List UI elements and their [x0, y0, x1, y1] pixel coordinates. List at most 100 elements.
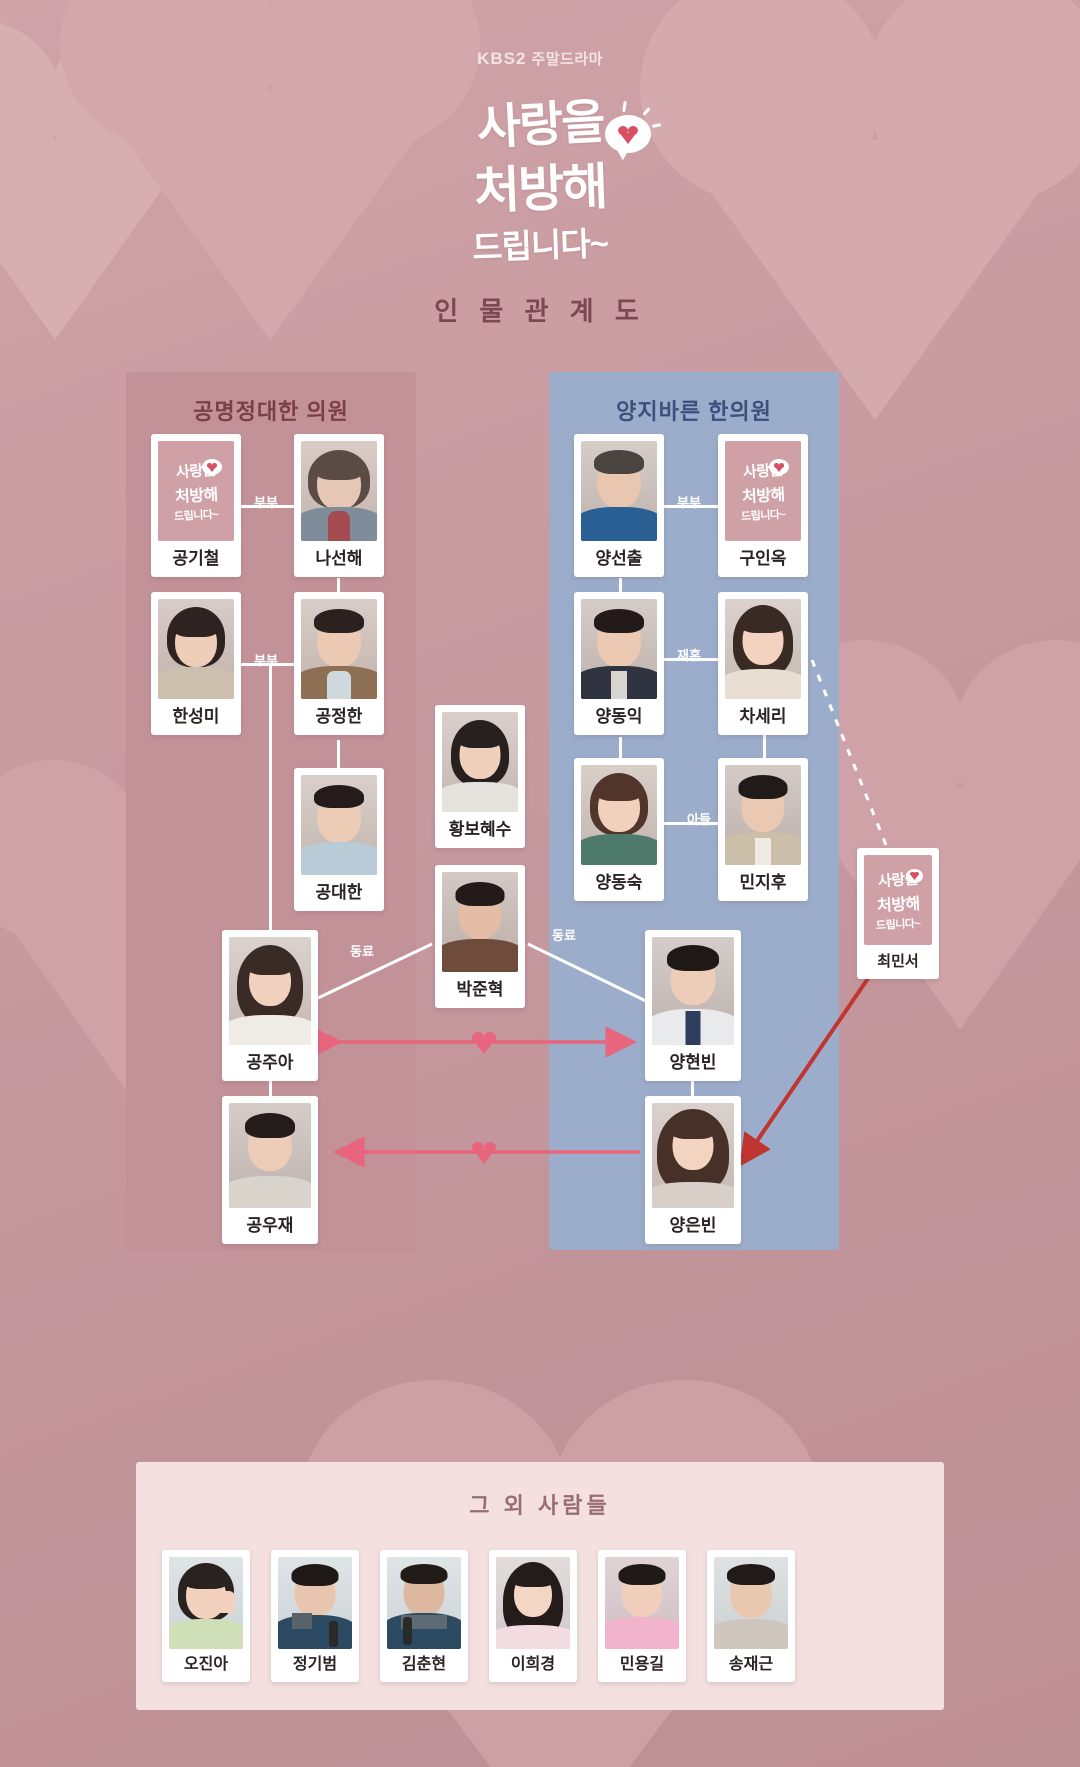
other-person-name: 오진아 [183, 1656, 229, 1673]
character-card-park-junhyeok[interactable]: 박준혁 [435, 865, 525, 1008]
heart-icon [472, 1032, 496, 1054]
connector-line [241, 505, 301, 508]
portrait [725, 599, 801, 699]
character-card-gong-ujae[interactable]: 공우재 [222, 1096, 318, 1244]
character-card-han-seongmi[interactable]: 한성미 [151, 592, 241, 735]
connector-line [664, 822, 724, 825]
character-name: 최민서 [877, 953, 919, 970]
heart-icon [472, 1142, 496, 1164]
other-person-card[interactable]: 오진아 [162, 1550, 250, 1682]
portrait [714, 1557, 788, 1649]
character-card-gong-jua[interactable]: 공주아 [222, 930, 318, 1081]
character-name: 민지후 [739, 873, 787, 892]
portrait [442, 872, 518, 972]
portrait [581, 441, 657, 541]
speech-bubble-heart-icon [605, 100, 662, 153]
character-name: 양동익 [595, 707, 643, 726]
other-person-card[interactable]: 이희경 [489, 1550, 577, 1682]
portrait [301, 441, 377, 541]
kbs-logo: KBS2 [477, 48, 527, 68]
character-card-gong-gicheol[interactable]: 사랑을 처방해 드립니다~ 공기철 [151, 434, 241, 577]
drama-title-logo: 사랑을 처방해 드립니다~ [425, 85, 662, 266]
heart-decor [640, 0, 1080, 420]
character-card-yang-hyeonbin[interactable]: 양현빈 [645, 930, 741, 1081]
connector-line [337, 740, 340, 780]
portrait [442, 712, 518, 812]
other-person-card[interactable]: 정기범 [271, 1550, 359, 1682]
relation-label-son: 아들 [687, 812, 711, 827]
character-card-hwangbo-hyesu[interactable]: 황보혜수 [435, 705, 525, 848]
connector-line [241, 663, 301, 666]
heart-icon [906, 869, 923, 883]
network-program-type: 주말드라마 [531, 51, 603, 68]
relation-label-colleague: 동료 [552, 928, 576, 943]
character-card-gu-inok[interactable]: 사랑을 처방해 드립니다~ 구인옥 [718, 434, 808, 577]
portrait [301, 775, 377, 875]
portrait [387, 1557, 461, 1649]
other-person-card[interactable]: 김춘현 [380, 1550, 468, 1682]
character-name: 양은빈 [669, 1216, 717, 1235]
character-card-gong-daehan[interactable]: 공대한 [294, 768, 384, 911]
character-name: 박준혁 [456, 980, 504, 999]
heart-icon [769, 459, 789, 475]
character-name: 황보혜수 [448, 820, 512, 839]
character-name: 양현빈 [669, 1053, 717, 1072]
portrait [652, 1103, 734, 1208]
connector-line [269, 666, 272, 934]
portrait [496, 1557, 570, 1649]
character-card-cha-seri[interactable]: 차세리 [718, 592, 808, 735]
character-name: 구인옥 [739, 549, 787, 568]
relation-label-colleague: 동료 [350, 944, 374, 959]
page-header: KBS2 주말드라마 사랑을 처방해 드립니다~ 인 물 관 계 도 [0, 0, 1080, 328]
portrait [229, 937, 311, 1045]
character-name: 차세리 [739, 707, 787, 726]
other-person-name: 김춘현 [401, 1656, 447, 1673]
character-name: 공우재 [246, 1216, 294, 1235]
relation-label-couple: 부부 [254, 495, 278, 510]
character-card-yang-eunbin[interactable]: 양은빈 [645, 1096, 741, 1244]
portrait [301, 599, 377, 699]
portrait [169, 1557, 243, 1649]
other-person-name: 정기범 [292, 1656, 338, 1673]
title-line-3: 드립니다~ [471, 224, 609, 267]
character-card-yang-seonchul[interactable]: 양선출 [574, 434, 664, 577]
portrait [581, 599, 657, 699]
character-card-choi-minseo[interactable]: 사랑을 처방해 드립니다~ 최민서 [857, 848, 939, 979]
character-name: 양선출 [595, 549, 643, 568]
character-card-na-seonhae[interactable]: 나선해 [294, 434, 384, 577]
logo-placeholder: 사랑을 처방해 드립니다~ [725, 441, 801, 541]
portrait [725, 765, 801, 865]
character-name: 나선해 [315, 549, 363, 568]
other-person-card[interactable]: 민용길 [598, 1550, 686, 1682]
character-name: 공주아 [246, 1053, 294, 1072]
character-card-yang-dongsuk[interactable]: 양동숙 [574, 758, 664, 901]
connector-line [619, 737, 622, 771]
heart-decor [60, 0, 480, 340]
portrait [229, 1103, 311, 1208]
portrait [158, 599, 234, 699]
panel-right-title: 양지바른 한의원 [616, 399, 772, 424]
character-name: 한성미 [172, 707, 220, 726]
panel-left-title: 공명정대한 의원 [193, 399, 349, 424]
portrait [278, 1557, 352, 1649]
logo-placeholder: 사랑을 처방해 드립니다~ [864, 855, 932, 945]
other-person-card[interactable]: 송재근 [707, 1550, 795, 1682]
relation-label-remarried: 재혼 [677, 648, 701, 663]
character-card-min-jihu[interactable]: 민지후 [718, 758, 808, 901]
portrait [581, 765, 657, 865]
character-name: 공정한 [315, 707, 363, 726]
character-name: 양동숙 [595, 873, 643, 892]
logo-placeholder: 사랑을 처방해 드립니다~ [158, 441, 234, 541]
page-title: 인 물 관 계 도 [434, 296, 646, 326]
other-person-name: 이희경 [510, 1656, 556, 1673]
character-card-yang-dongik[interactable]: 양동익 [574, 592, 664, 735]
other-person-name: 송재근 [728, 1656, 774, 1673]
portrait [652, 937, 734, 1045]
connector-line [664, 658, 724, 661]
relation-label-couple: 부부 [677, 495, 701, 510]
heart-icon [202, 459, 222, 475]
connector-line [664, 505, 724, 508]
character-name: 공대한 [315, 883, 363, 902]
character-card-gong-jeonghan[interactable]: 공정한 [294, 592, 384, 735]
